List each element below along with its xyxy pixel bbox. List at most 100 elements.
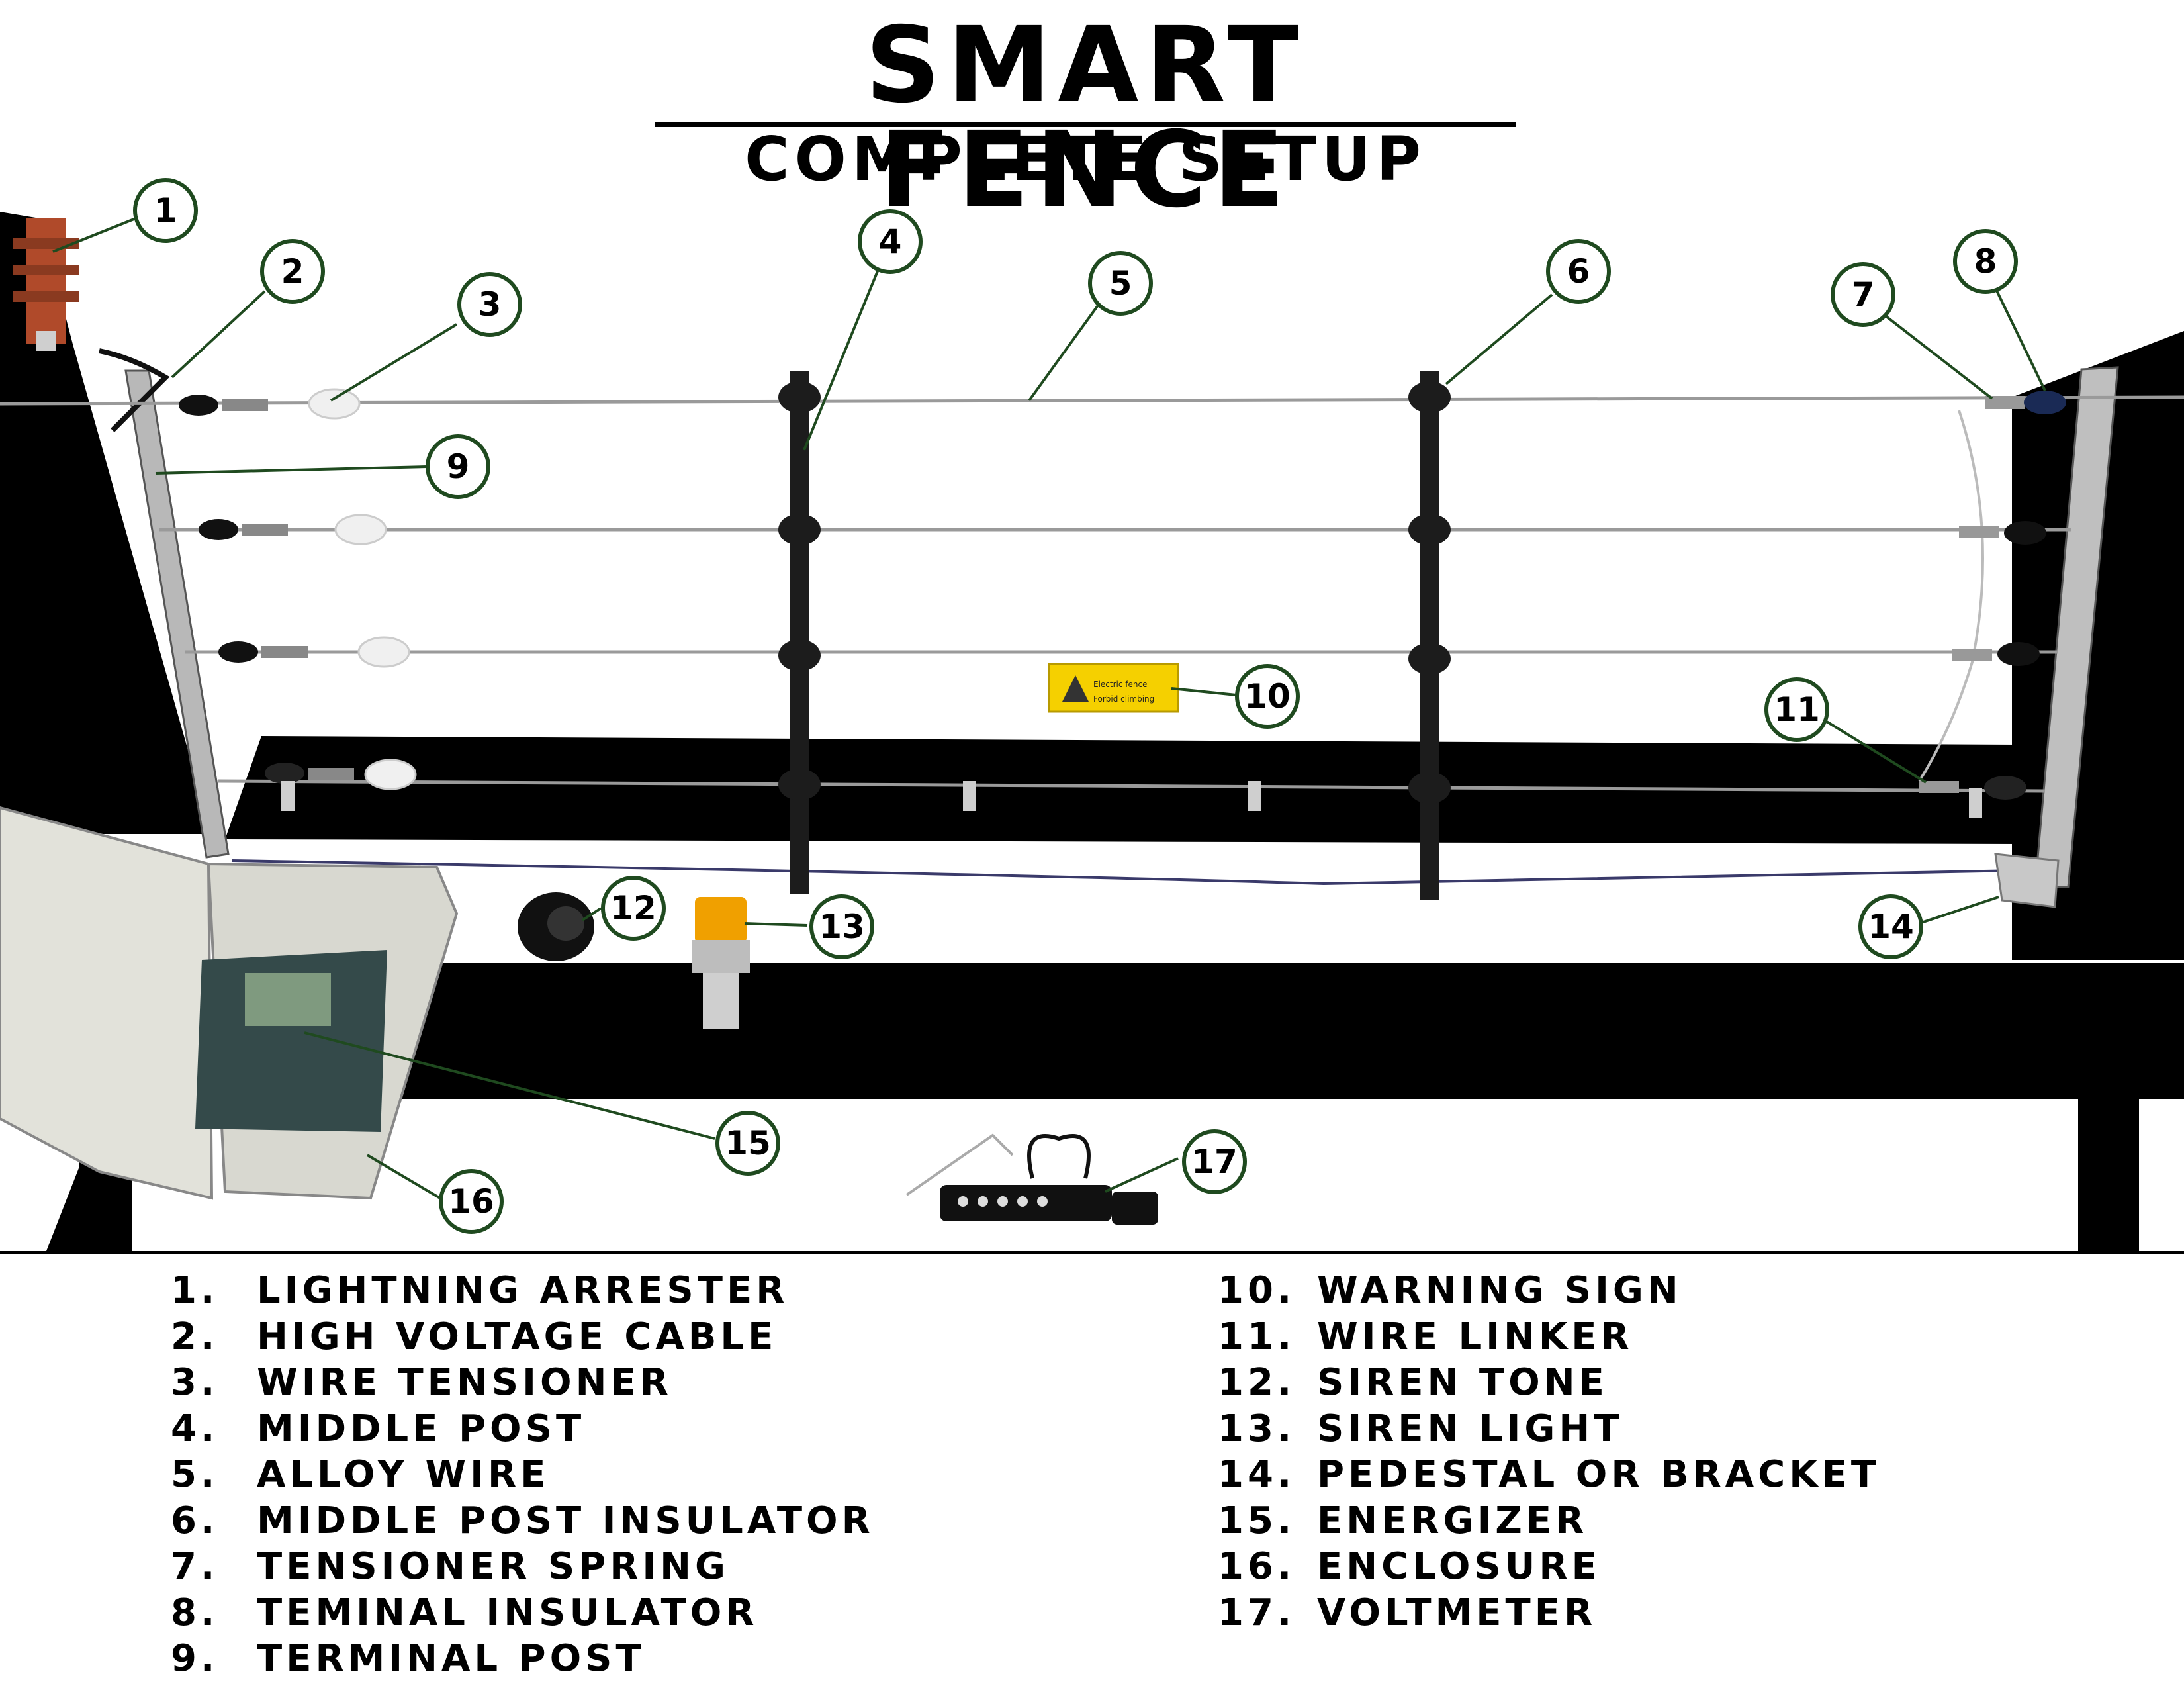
legend-right-column: 10.WARNING SIGN 11.WIRE LINKER 12.SIREN … bbox=[1218, 1268, 1880, 1636]
leader-line-8 bbox=[1995, 288, 2045, 391]
svg-text:9: 9 bbox=[447, 447, 470, 486]
svg-text:14: 14 bbox=[1868, 908, 1914, 946]
legend-item: 7.TENSIONER SPRING bbox=[171, 1544, 874, 1590]
callout-8: 8 bbox=[1955, 231, 2016, 292]
svg-text:15: 15 bbox=[725, 1124, 771, 1162]
callout-11: 11 bbox=[1766, 679, 1827, 740]
svg-text:1: 1 bbox=[154, 191, 177, 230]
legend-number: 4. bbox=[171, 1407, 257, 1450]
svg-text:12: 12 bbox=[610, 889, 657, 927]
fence-setup-illustration: Electric fence Forbid climbing bbox=[0, 0, 2184, 1258]
legend-number: 10. bbox=[1218, 1269, 1317, 1312]
legend-item: 14.PEDESTAL OR BRACKET bbox=[1218, 1452, 1880, 1498]
svg-text:17: 17 bbox=[1191, 1143, 1238, 1181]
callout-12: 12 bbox=[603, 878, 664, 939]
leader-line-4 bbox=[804, 265, 880, 450]
legend-item: 3.WIRE TENSIONER bbox=[171, 1360, 874, 1406]
voltmeter bbox=[907, 1135, 1158, 1225]
leader-line-3 bbox=[331, 324, 457, 400]
leader-line-5 bbox=[1029, 305, 1099, 400]
warning-sign-line1: Electric fence bbox=[1093, 680, 1147, 689]
callout-4: 4 bbox=[860, 211, 921, 272]
wire-bracket bbox=[1248, 781, 1261, 811]
legend-left-column: 1.LIGHTNING ARRESTER 2.HIGH VOLTAGE CABL… bbox=[171, 1268, 874, 1682]
callout-17: 17 bbox=[1184, 1131, 1245, 1192]
legend-number: 5. bbox=[171, 1453, 257, 1496]
legend-number: 14. bbox=[1218, 1453, 1317, 1496]
leader-line-10 bbox=[1171, 688, 1236, 695]
legend-number: 12. bbox=[1218, 1361, 1317, 1404]
legend-label: WARNING SIGN bbox=[1317, 1269, 1682, 1312]
callout-1: 1 bbox=[135, 180, 196, 241]
callout-2: 2 bbox=[262, 241, 323, 302]
linker-wire bbox=[1919, 410, 1983, 781]
legend-number: 7. bbox=[171, 1545, 257, 1588]
legend-label: LIGHTNING ARRESTER bbox=[257, 1269, 788, 1312]
wire-tensioners-left bbox=[179, 389, 416, 789]
return-wire bbox=[232, 861, 2019, 884]
leader-line-17 bbox=[1105, 1158, 1178, 1192]
legend-item: 2.HIGH VOLTAGE CABLE bbox=[171, 1314, 874, 1360]
legend-item: 4.MIDDLE POST bbox=[171, 1406, 874, 1452]
callout-16: 16 bbox=[441, 1171, 502, 1232]
callout-13: 13 bbox=[811, 896, 872, 957]
callout-6: 6 bbox=[1548, 241, 1609, 302]
legend-item: 17.VOLTMETER bbox=[1218, 1590, 1880, 1636]
legend-item: 5.ALLOY WIRE bbox=[171, 1452, 874, 1498]
legend-label: VOLTMETER bbox=[1317, 1591, 1596, 1634]
siren-tone bbox=[518, 892, 594, 961]
legend-number: 1. bbox=[171, 1269, 257, 1312]
legend-label: WIRE TENSIONER bbox=[257, 1361, 672, 1404]
legend-label: PEDESTAL OR BRACKET bbox=[1317, 1453, 1880, 1496]
legend-label: ALLOY WIRE bbox=[257, 1453, 549, 1496]
leader-line-9 bbox=[156, 467, 427, 473]
legend-number: 8. bbox=[171, 1591, 257, 1634]
legend-item: 10.WARNING SIGN bbox=[1218, 1268, 1880, 1314]
warning-sign: Electric fence Forbid climbing bbox=[1049, 664, 1178, 712]
callout-5: 5 bbox=[1090, 253, 1151, 314]
ground-line bbox=[0, 1251, 2184, 1254]
legend-number: 6. bbox=[171, 1499, 257, 1542]
legend-label: TERMINAL POST bbox=[257, 1637, 645, 1680]
wire-bracket bbox=[963, 781, 976, 811]
svg-text:11: 11 bbox=[1774, 690, 1820, 729]
callout-9: 9 bbox=[428, 436, 488, 497]
svg-text:16: 16 bbox=[448, 1182, 494, 1221]
pedestal-bracket bbox=[1995, 854, 2058, 907]
legend-item: 15.ENERGIZER bbox=[1218, 1498, 1880, 1544]
legend-item: 9.TERMINAL POST bbox=[171, 1636, 874, 1682]
legend-label: TENSIONER SPRING bbox=[257, 1545, 729, 1588]
wire-bracket bbox=[1969, 788, 1982, 818]
legend-item: 8.TEMINAL INSULATOR bbox=[171, 1590, 874, 1636]
svg-text:6: 6 bbox=[1567, 252, 1590, 291]
svg-text:10: 10 bbox=[1244, 677, 1291, 716]
legend-label: TEMINAL INSULATOR bbox=[257, 1591, 758, 1634]
svg-text:3: 3 bbox=[478, 285, 502, 324]
legend-item: 16.ENCLOSURE bbox=[1218, 1544, 1880, 1590]
warning-sign-line2: Forbid climbing bbox=[1093, 694, 1154, 704]
callout-14: 14 bbox=[1860, 896, 1921, 957]
legend-number: 2. bbox=[171, 1315, 257, 1358]
svg-text:5: 5 bbox=[1109, 264, 1132, 303]
leader-line-7 bbox=[1886, 316, 1992, 399]
legend-number: 15. bbox=[1218, 1499, 1317, 1542]
legend-label: MIDDLE POST INSULATOR bbox=[257, 1499, 874, 1542]
legend-label: ENCLOSURE bbox=[1317, 1545, 1601, 1588]
leader-line-2 bbox=[172, 291, 265, 377]
legend-label: HIGH VOLTAGE CABLE bbox=[257, 1315, 777, 1358]
leader-line-6 bbox=[1446, 295, 1552, 384]
legend-number: 13. bbox=[1218, 1407, 1317, 1450]
svg-text:4: 4 bbox=[879, 222, 902, 261]
legend-item: 6.MIDDLE POST INSULATOR bbox=[171, 1498, 874, 1544]
leader-line-13 bbox=[745, 923, 807, 925]
svg-text:8: 8 bbox=[1974, 242, 1997, 281]
legend-label: WIRE LINKER bbox=[1317, 1315, 1633, 1358]
callout-7: 7 bbox=[1833, 264, 1893, 325]
leader-line-14 bbox=[1919, 897, 1999, 923]
legend-label: MIDDLE POST bbox=[257, 1407, 585, 1450]
callout-10: 10 bbox=[1237, 666, 1298, 727]
callout-3: 3 bbox=[459, 274, 520, 335]
legend-item: 11.WIRE LINKER bbox=[1218, 1314, 1880, 1360]
legend-number: 9. bbox=[171, 1637, 257, 1680]
callout-15: 15 bbox=[717, 1113, 778, 1174]
